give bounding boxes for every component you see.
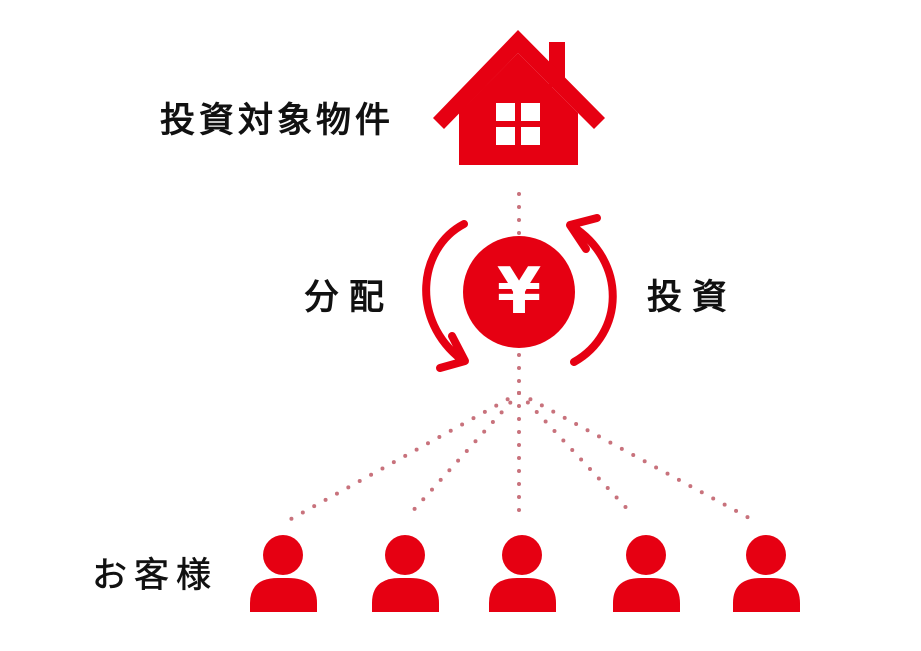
distribution-label: 分配 — [304, 278, 395, 318]
person-icon — [613, 535, 680, 612]
person-icon — [372, 535, 439, 612]
house-body — [459, 53, 578, 165]
property-label: 投資対象物件 — [160, 101, 395, 141]
house-icon — [433, 30, 605, 165]
curved-arrow-down-icon — [422, 220, 469, 372]
connector-hub-to-customer-2 — [408, 391, 521, 516]
investment-label: 投資 — [647, 278, 738, 318]
curved-arrow-up-icon — [566, 214, 617, 366]
yen-circle-icon — [463, 236, 575, 348]
house-roof — [433, 30, 605, 129]
customer-group — [250, 535, 800, 612]
customers-label: お客様 — [92, 556, 219, 596]
connector-hub-to-customer-5 — [517, 391, 753, 521]
connector-hub-to-customer-1 — [289, 391, 521, 521]
person-icon — [733, 535, 800, 612]
dotted-connectors — [289, 192, 753, 521]
person-icon — [489, 535, 556, 612]
house-window — [496, 103, 540, 145]
connector-hub-to-customer-4 — [517, 391, 634, 516]
yen-symbol: ¥ — [496, 255, 542, 329]
person-icon — [250, 535, 317, 612]
